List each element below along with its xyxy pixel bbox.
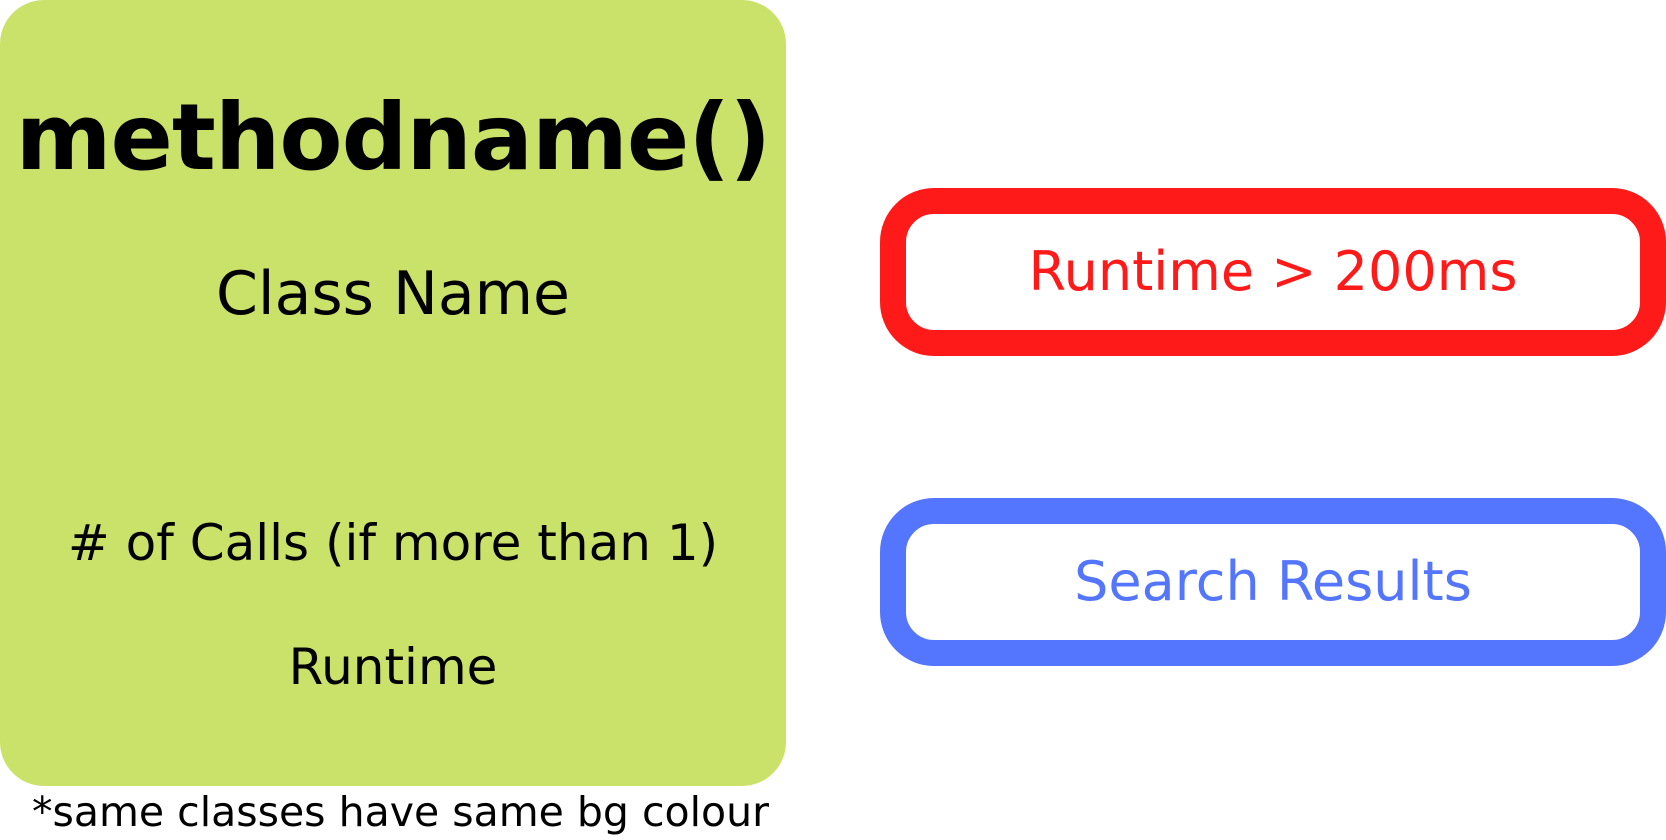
legend-search-results-box: Search Results [880,498,1666,666]
runtime-label: Runtime [288,638,498,696]
legend-slow-runtime-box: Runtime > 200ms [880,188,1666,356]
legend-search-results-label: Search Results [1074,550,1472,613]
class-name-label: Class Name [216,259,570,329]
method-node-card: methodname() Class Name # of Calls (if m… [0,0,786,786]
legend-slow-runtime-label: Runtime > 200ms [1028,240,1518,303]
call-count-label: # of Calls (if more than 1) [67,514,719,572]
method-name-label: methodname() [15,84,772,191]
footnote-text: *same classes have same bg colour [32,788,769,836]
